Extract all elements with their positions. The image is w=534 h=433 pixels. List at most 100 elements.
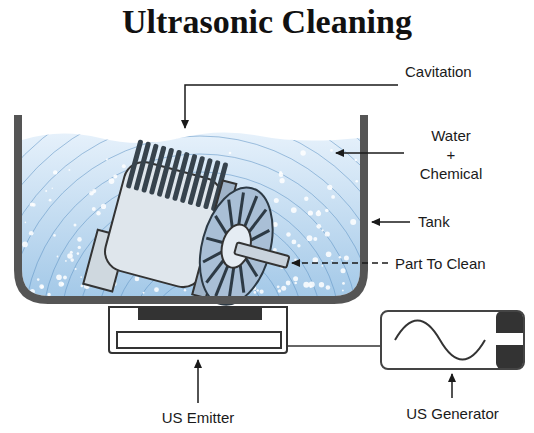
bubble	[316, 224, 321, 229]
bubble	[68, 169, 70, 171]
bubble	[342, 282, 345, 285]
bubble	[291, 207, 297, 213]
bubble	[281, 286, 286, 291]
bubble	[355, 159, 358, 162]
bubble	[279, 171, 282, 174]
bubble	[229, 152, 232, 155]
bubble	[286, 232, 291, 237]
spoke	[206, 238, 222, 242]
tank-wall	[18, 115, 364, 300]
bubble	[75, 268, 77, 270]
bubble	[325, 231, 330, 236]
bubble	[303, 282, 309, 288]
component-label: US Emitter	[110, 408, 286, 427]
bubble	[331, 260, 333, 262]
bubble	[53, 234, 56, 237]
bubble	[331, 195, 335, 199]
bubble	[313, 257, 319, 263]
bubble	[80, 276, 82, 278]
bubble	[81, 285, 84, 288]
bubble	[113, 174, 117, 178]
bubble	[260, 290, 264, 294]
wave-arc	[6, 136, 394, 433]
component-label: US Generator	[382, 404, 523, 423]
part-label: Tank	[418, 212, 450, 231]
bubble	[294, 259, 297, 262]
bubble	[350, 219, 356, 225]
bubble	[25, 222, 27, 224]
bubble	[339, 256, 341, 258]
bubble	[61, 283, 64, 286]
bubble	[39, 284, 44, 289]
leader-arrow	[292, 262, 388, 264]
bubble	[278, 289, 281, 292]
bubble	[143, 292, 145, 294]
bubble	[70, 251, 73, 254]
bubble	[63, 276, 67, 280]
leader-arrow	[336, 152, 404, 154]
spoke	[234, 265, 251, 293]
bubble	[101, 204, 106, 209]
bubble	[37, 278, 40, 281]
bubble	[53, 170, 57, 174]
bubble	[77, 237, 82, 242]
bubbles	[22, 149, 358, 296]
bubble	[344, 256, 349, 261]
bubble	[308, 210, 313, 215]
bubble	[309, 286, 311, 288]
bubble	[56, 275, 62, 281]
bubble	[154, 287, 159, 292]
bubble	[326, 252, 332, 258]
bubble	[106, 158, 108, 160]
bubble	[257, 289, 259, 291]
spoke	[203, 248, 222, 266]
bubble	[307, 235, 313, 241]
bubble	[292, 240, 297, 245]
emitter-box: US Emitter	[108, 306, 288, 354]
bubble	[70, 258, 74, 262]
bubble	[277, 285, 280, 288]
bubble	[319, 282, 324, 287]
bubble	[304, 197, 308, 201]
bubble	[342, 290, 344, 292]
bubble	[309, 282, 315, 288]
bubble	[326, 285, 331, 290]
emitter-plate	[138, 306, 262, 320]
bubble	[65, 260, 67, 262]
spoke	[206, 258, 223, 286]
bubble	[122, 164, 126, 168]
generator-cap	[496, 311, 523, 369]
bubble	[47, 293, 50, 296]
wave-arc	[0, 64, 466, 433]
bubble	[77, 252, 80, 255]
bubble	[293, 276, 298, 281]
part-label: Cavitation	[405, 62, 472, 81]
spoke	[235, 193, 247, 225]
part-label: Water + Chemical	[408, 126, 494, 183]
generator-box: US Generator	[380, 310, 525, 370]
bubble	[49, 199, 52, 202]
bubble	[30, 202, 34, 206]
wave-arc	[0, 118, 412, 433]
bubble	[330, 149, 333, 152]
bubble	[274, 198, 279, 203]
bubble	[92, 207, 96, 211]
spoke	[249, 207, 266, 235]
bubble	[294, 282, 297, 285]
bubble	[78, 246, 81, 249]
bubble	[316, 211, 321, 216]
leader-arrow	[451, 374, 453, 398]
bubble	[325, 209, 329, 213]
bubble	[355, 180, 358, 183]
wave-arc	[0, 100, 430, 433]
bubble	[184, 289, 186, 291]
leader-arrow	[197, 360, 199, 403]
spoke	[251, 226, 270, 244]
bubble	[327, 185, 332, 190]
bubble	[29, 231, 34, 236]
bubble	[59, 282, 64, 287]
part-label: Part To Clean	[395, 254, 486, 273]
bubble	[22, 242, 28, 248]
bubble	[67, 253, 73, 259]
